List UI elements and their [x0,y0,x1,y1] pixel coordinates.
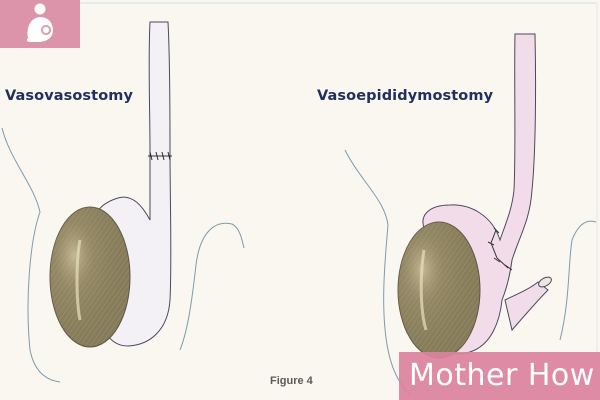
scrotum-outline-left [1,127,61,383]
panel-title-vasoepididymostomy: Vasoepididymostomy [317,88,494,104]
figure-caption: Figure 4 [270,375,313,387]
brand-name: Mother How [409,358,595,393]
watermark-brand: Mother How [399,352,600,400]
vasovasostomy-diagram [1,21,245,383]
breastfeeding-mother-icon [26,3,53,42]
suture-left [148,151,172,161]
frame-right-border [596,2,598,398]
watermark-logo [0,0,80,48]
suture-right [487,227,513,271]
vasoepididymostomy-diagram [344,33,597,396]
frame-top-border [70,2,598,4]
panel-title-vasovasostomy: Vasovasostomy [5,88,134,104]
